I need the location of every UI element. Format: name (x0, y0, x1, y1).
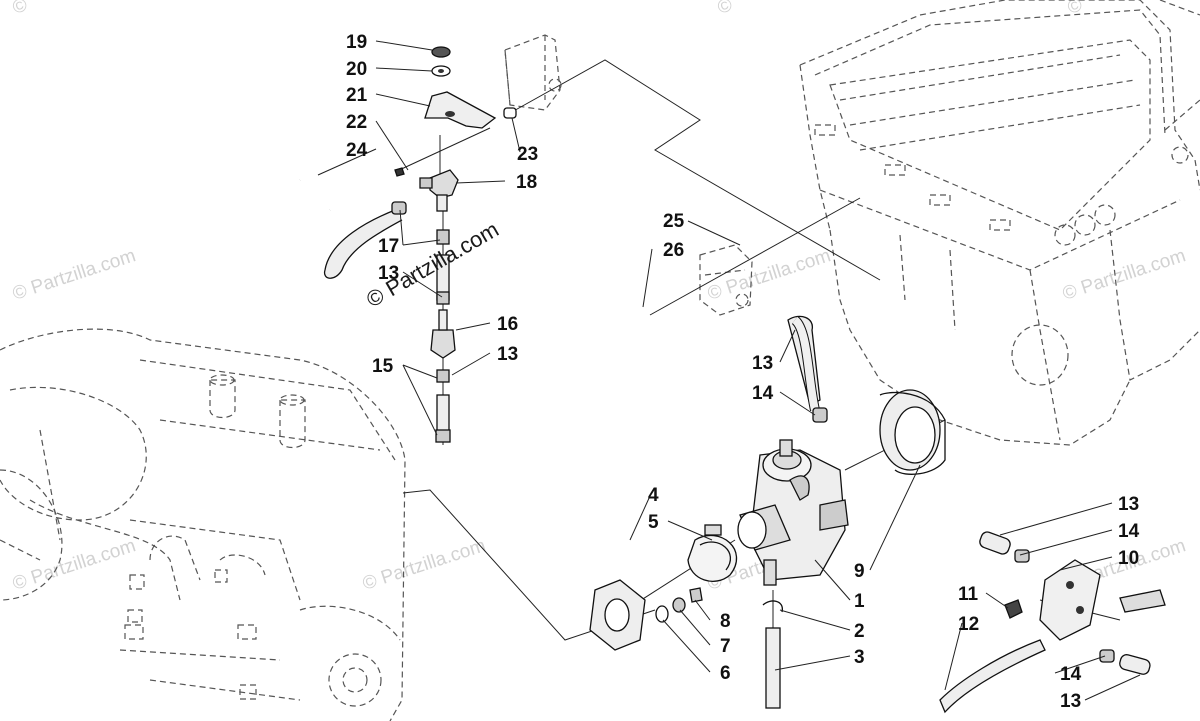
callout-16: 16 (497, 314, 518, 335)
callout-18: 18 (516, 172, 537, 193)
fuel-hose-upper-icon (323, 209, 403, 279)
callout-14: 14 (1060, 664, 1082, 685)
fuel-hose-lower-icon (939, 639, 1046, 714)
callout-13: 13 (1060, 691, 1081, 712)
callout-13: 13 (378, 263, 399, 284)
callout-4: 4 (648, 485, 659, 506)
watermark-top-mid: © (715, 0, 735, 19)
carburetor-assembly (589, 315, 946, 709)
watermark-mid: © Partzilla.com (705, 245, 833, 305)
callout-14: 14 (752, 383, 774, 404)
nut-pump-icon (1004, 599, 1023, 619)
callout-13: 13 (752, 353, 773, 374)
fuel-filter-icon (430, 329, 456, 359)
callout-9: 9 (854, 561, 865, 582)
callout-19: 19 (346, 32, 367, 53)
callout-5: 5 (648, 512, 659, 533)
callout-15: 15 (372, 356, 394, 377)
callout-7: 7 (720, 636, 731, 657)
callout-20: 20 (346, 59, 367, 80)
callout-26: 26 (663, 240, 684, 261)
hose-clamp-icon (391, 201, 407, 215)
nut-small-icon (689, 587, 703, 603)
grommet-icon (503, 107, 517, 119)
faint-watermarks: © Partzilla.com © Partzilla.com © Partzi… (10, 0, 1188, 595)
callout-3: 3 (854, 647, 865, 668)
dashed-components (504, 34, 753, 316)
fuel-valve-icon (429, 169, 459, 199)
gasket-icon (655, 605, 669, 623)
callout-17: 17 (378, 236, 399, 257)
drain-hose-icon (765, 627, 781, 709)
engine-outline (0, 328, 406, 721)
callout-24: 24 (346, 140, 368, 161)
callout-2: 2 (854, 621, 865, 642)
callout-6: 6 (720, 663, 731, 684)
airbox-outline (799, 0, 1200, 446)
bracket-icon (424, 91, 497, 129)
watermark-top-right: © (1065, 0, 1085, 19)
callout-25: 25 (663, 211, 685, 232)
callout-labels: 19 20 21 22 23 24 18 17 13 16 15 13 25 2… (346, 32, 1140, 712)
callout-14: 14 (1118, 521, 1140, 542)
watermark-top-left: © (10, 0, 30, 19)
callout-8: 8 (720, 611, 731, 632)
callout-22: 22 (346, 112, 367, 133)
watermark-right: © Partzilla.com (1060, 245, 1188, 305)
fuel-pump-assembly (939, 531, 1166, 714)
fuel-valve-assembly (299, 46, 517, 443)
callout-21: 21 (346, 85, 368, 106)
callout-23: 23 (517, 144, 538, 165)
callout-13: 13 (497, 344, 518, 365)
watermark-center: © Partzilla.com (360, 535, 488, 595)
watermark-left-low: © Partzilla.com (10, 535, 138, 595)
callout-11: 11 (958, 584, 979, 605)
watermark-left: © Partzilla.com (10, 245, 138, 305)
callout-leaders (317, 40, 1141, 701)
fuel-pump-icon (1039, 559, 1101, 641)
nut-icon (431, 46, 451, 58)
callout-12: 12 (958, 614, 979, 635)
callout-10: 10 (1118, 548, 1139, 569)
screw-icon (394, 167, 405, 177)
callout-1: 1 (854, 591, 865, 612)
callout-13: 13 (1118, 494, 1139, 515)
